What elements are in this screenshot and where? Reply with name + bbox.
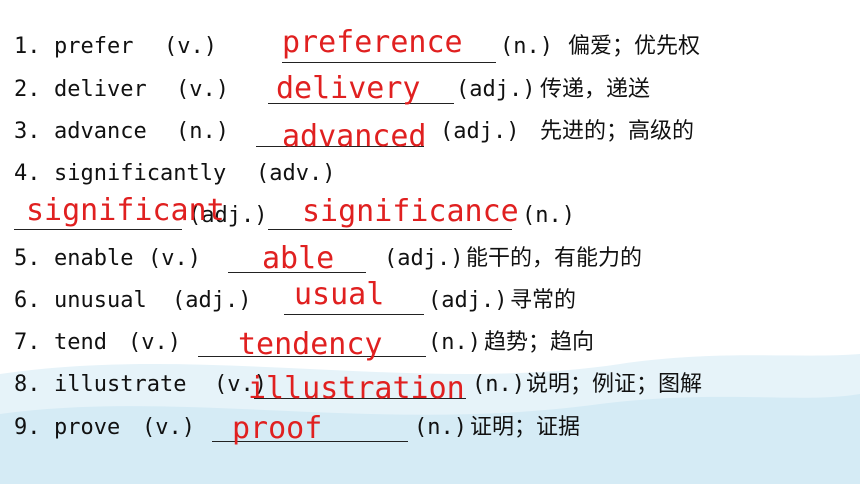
target-pos: (adj.): [384, 246, 464, 271]
target-pos: (adj.): [428, 288, 508, 313]
background-wave: [0, 354, 860, 484]
item-word: prove: [54, 415, 121, 440]
item-word: significantly: [54, 161, 227, 186]
meaning: 传递，递送: [540, 77, 651, 102]
answer-text: illustration: [248, 371, 465, 406]
item-pos: (v.): [128, 330, 181, 355]
meaning: 先进的；高级的: [540, 119, 695, 144]
target-pos: (n.): [472, 372, 525, 397]
item-pos: (n.): [176, 119, 229, 144]
target-pos: (n.): [428, 330, 481, 355]
answer-blank[interactable]: [284, 314, 424, 315]
item-number: 4.: [14, 161, 41, 186]
item-number: 6.: [14, 288, 41, 313]
answer-blank[interactable]: [228, 272, 366, 273]
answer-blank[interactable]: [282, 62, 496, 63]
item-pos: (adj.): [172, 288, 252, 313]
target-pos: (n.): [414, 415, 467, 440]
answer-text: proof: [232, 411, 323, 446]
answer-blank-2[interactable]: [268, 229, 512, 230]
answer-text: able: [262, 241, 335, 276]
target-pos: (adj.): [440, 119, 520, 144]
item-word: enable: [54, 246, 134, 271]
target-pos: (adj.): [188, 203, 268, 228]
item-pos: (v.): [214, 372, 267, 397]
meaning: 偏爱；优先权: [568, 34, 701, 59]
answer-text: tendency: [238, 327, 383, 362]
answer-blank[interactable]: [256, 146, 424, 147]
answer-text: usual: [294, 277, 385, 312]
item-pos: (v.): [142, 415, 195, 440]
item-number: 7.: [14, 330, 41, 355]
item-word: tend: [54, 330, 107, 355]
answer-text: significant: [26, 193, 225, 228]
item-word: advance: [54, 119, 147, 144]
meaning: 趋势；趋向: [484, 330, 595, 355]
answer-blank[interactable]: [268, 103, 454, 104]
meaning: 说明；例证；图解: [526, 372, 703, 397]
item-pos: (v.): [148, 246, 201, 271]
item-word: deliver: [54, 77, 147, 102]
target-pos: (n.): [500, 34, 553, 59]
item-pos: (v.): [164, 34, 217, 59]
answer-text: advanced: [282, 119, 427, 154]
target-pos: (adj.): [456, 77, 536, 102]
answer-blank[interactable]: [212, 441, 408, 442]
meaning: 证明；证据: [470, 415, 581, 440]
answer-text-2: significance: [302, 194, 519, 229]
item-pos: (v.): [176, 77, 229, 102]
answer-blank[interactable]: [14, 229, 182, 230]
answer-text: delivery: [276, 71, 421, 106]
item-number: 5.: [14, 246, 41, 271]
item-number: 8.: [14, 372, 41, 397]
item-number: 3.: [14, 119, 41, 144]
meaning: 能干的，有能力的: [466, 246, 643, 271]
item-word: prefer: [54, 34, 134, 59]
item-number: 9.: [14, 415, 41, 440]
target-pos-2: (n.): [522, 203, 575, 228]
answer-blank[interactable]: [198, 356, 426, 357]
item-number: 2.: [14, 77, 41, 102]
item-word: unusual: [54, 288, 147, 313]
meaning: 寻常的: [510, 288, 577, 313]
item-number: 1.: [14, 34, 41, 59]
answer-text: preference: [282, 25, 463, 60]
item-word: illustrate: [54, 372, 187, 397]
answer-blank[interactable]: [254, 398, 466, 399]
item-pos: (adv.): [256, 161, 336, 186]
